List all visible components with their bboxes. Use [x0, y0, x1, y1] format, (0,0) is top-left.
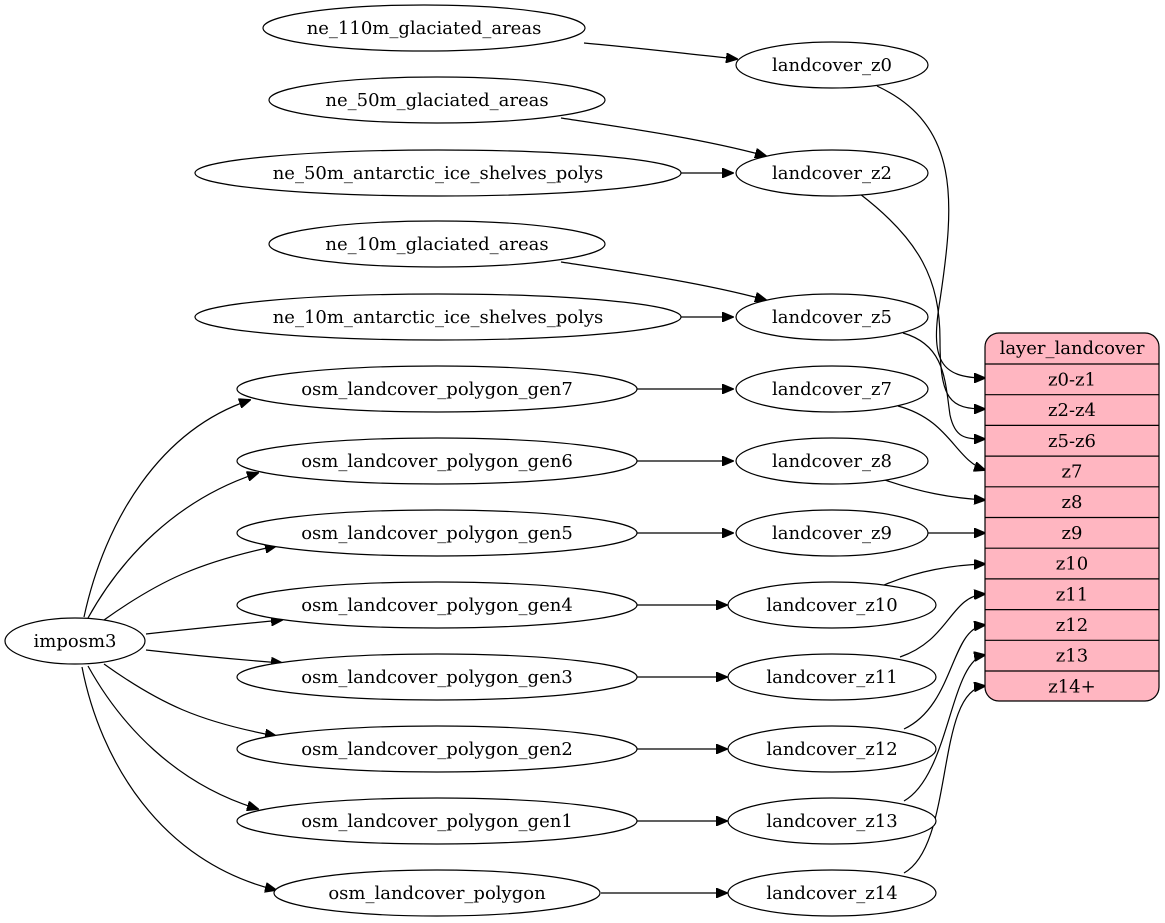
edge-imposm3-to-gen7: [83, 400, 250, 618]
node-landcover-z13: landcover_z13: [727, 797, 937, 845]
node-landcover-z0: landcover_z0: [735, 41, 929, 89]
edge-landcover-z5-to-z5-z6: [902, 332, 985, 439]
node-label: landcover_z10: [766, 595, 897, 616]
node-landcover-z11: landcover_z11: [727, 653, 937, 701]
node-landcover-z9: landcover_z9: [735, 509, 929, 557]
layer-landcover-title: layer_landcover: [1000, 338, 1145, 359]
edges: [81, 42, 985, 893]
node-label: landcover_z12: [766, 739, 897, 760]
node-label: ne_10m_glaciated_areas: [325, 234, 548, 255]
edge-imposm3-to-gen3: [145, 649, 282, 663]
node-label: ne_50m_glaciated_areas: [325, 90, 548, 111]
node-ne-50m-glaciated-areas: ne_50m_glaciated_areas: [268, 76, 606, 124]
layer-field-z12: z12: [1056, 615, 1088, 636]
edge-landcover-z2-to-z2-z4: [859, 193, 985, 409]
edge-landcover-z10-to-z10: [883, 564, 985, 586]
node-label: osm_landcover_polygon_gen3: [301, 667, 573, 688]
node-label: imposm3: [34, 631, 117, 652]
edge-imposm3-to-polygon: [81, 666, 276, 890]
edge-landcover-z7-to-z7: [897, 405, 985, 470]
node-label: osm_landcover_polygon_gen6: [301, 451, 573, 472]
layer-field-z5-z6: z5-z6: [1048, 431, 1096, 452]
layer-landcover-fields: z0-z1 z2-z4 z5-z6 z7 z8 z9 z10 z11 z12 z13 z14+: [985, 363, 1159, 697]
edge-ne-10m-glaciated-to-landcover-z5: [560, 261, 766, 300]
layer-field-z2-z4: z2-z4: [1048, 400, 1096, 421]
layer-field-z9: z9: [1062, 523, 1083, 544]
node-label: osm_landcover_polygon_gen5: [301, 523, 573, 544]
node-landcover-z14: landcover_z14: [727, 869, 937, 917]
node-label: landcover_z13: [766, 811, 897, 832]
node-label: landcover_z11: [766, 667, 897, 688]
edge-imposm3-to-gen2: [103, 663, 276, 736]
node-ne-110m-glaciated-areas: ne_110m_glaciated_areas: [262, 4, 586, 52]
layer-field-z7: z7: [1062, 461, 1083, 482]
node-osm-landcover-polygon-gen6: osm_landcover_polygon_gen6: [236, 437, 638, 485]
node-ne-50m-antarctic-ice-shelves-polys: ne_50m_antarctic_ice_shelves_polys: [194, 149, 682, 197]
edge-landcover-z12-to-z12: [903, 625, 985, 730]
node-label: osm_landcover_polygon_gen7: [301, 379, 573, 400]
node-ne-10m-antarctic-ice-shelves-polys: ne_10m_antarctic_ice_shelves_polys: [194, 293, 682, 341]
edge-landcover-z14-to-z14: [903, 686, 985, 874]
edge-ne-50m-glaciated-to-landcover-z2: [560, 117, 766, 156]
node-label: landcover_z5: [772, 307, 892, 328]
node-label: osm_landcover_polygon_gen1: [301, 811, 573, 832]
layer-field-z13: z13: [1056, 646, 1088, 667]
node-ne-10m-glaciated-areas: ne_10m_glaciated_areas: [268, 220, 606, 268]
layer-field-z8: z8: [1062, 492, 1083, 513]
edge-landcover-z13-to-z13: [903, 655, 985, 802]
node-landcover-z12: landcover_z12: [727, 725, 937, 773]
node-landcover-z7: landcover_z7: [735, 365, 929, 413]
edge-imposm3-to-gen5: [103, 546, 276, 621]
node-osm-landcover-polygon-gen4: osm_landcover_polygon_gen4: [236, 581, 638, 629]
edge-ne-110m-glaciated-to-landcover-z0: [583, 42, 737, 59]
node-imposm3: imposm3: [4, 617, 146, 665]
edge-imposm3-to-gen4: [145, 620, 282, 635]
node-label: landcover_z8: [772, 451, 892, 472]
node-osm-landcover-polygon: osm_landcover_polygon: [273, 869, 601, 917]
node-osm-landcover-polygon-gen2: osm_landcover_polygon_gen2: [236, 725, 638, 773]
node-label: osm_landcover_polygon: [328, 883, 546, 904]
node-label: ne_50m_antarctic_ice_shelves_polys: [273, 163, 604, 184]
node-osm-landcover-polygon-gen5: osm_landcover_polygon_gen5: [236, 509, 638, 557]
node-osm-landcover-polygon-gen7: osm_landcover_polygon_gen7: [236, 365, 638, 413]
edge-landcover-z8-to-z8: [884, 479, 985, 500]
node-label: landcover_z9: [772, 523, 892, 544]
node-landcover-z8: landcover_z8: [735, 437, 929, 485]
layer-field-z0-z1: z0-z1: [1048, 369, 1096, 390]
layer-field-z11: z11: [1056, 584, 1088, 605]
node-label: ne_10m_antarctic_ice_shelves_polys: [273, 307, 604, 328]
node-label: osm_landcover_polygon_gen4: [301, 595, 573, 616]
node-landcover-z5: landcover_z5: [735, 293, 929, 341]
node-label: landcover_z2: [772, 163, 892, 184]
layer-field-z10: z10: [1056, 554, 1088, 575]
node-landcover-z2: landcover_z2: [735, 149, 929, 197]
node-osm-landcover-polygon-gen1: osm_landcover_polygon_gen1: [236, 797, 638, 845]
edge-imposm3-to-gen1: [87, 665, 258, 809]
node-label: ne_110m_glaciated_areas: [307, 18, 542, 39]
edge-landcover-z11-to-z11: [899, 594, 985, 658]
edge-imposm3-to-gen6: [87, 473, 258, 619]
node-label: landcover_z7: [772, 379, 892, 400]
node-label: landcover_z14: [766, 883, 897, 904]
node-landcover-z10: landcover_z10: [727, 581, 937, 629]
node-label: landcover_z0: [772, 55, 892, 76]
node-label: osm_landcover_polygon_gen2: [301, 739, 573, 760]
node-osm-landcover-polygon-gen3: osm_landcover_polygon_gen3: [236, 653, 638, 701]
layer-field-z14+: z14+: [1048, 676, 1095, 697]
node-layer-landcover: layer_landcover z0-z1 z2-z4 z5-z6 z7 z8 z9 z10…: [984, 332, 1160, 702]
edge-landcover-z0-to-z0-z1: [876, 85, 985, 378]
